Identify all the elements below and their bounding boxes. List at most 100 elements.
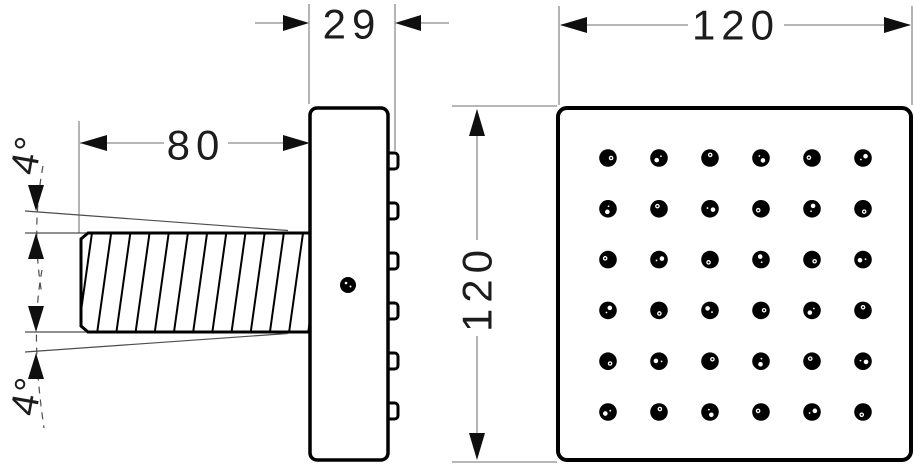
nozzle <box>650 200 668 218</box>
angle-top-arrow-down-icon <box>28 185 44 211</box>
dim-80-label: 80 <box>167 122 226 169</box>
dim-29-label: 29 <box>323 1 382 48</box>
nozzle <box>854 301 872 320</box>
nozzle-speck <box>605 311 608 314</box>
nozzle-highlight-ring <box>813 260 816 263</box>
nozzle <box>701 301 719 320</box>
angle-bottom-arc-dashed <box>35 269 45 429</box>
angle-bottom-arrow-down-icon <box>28 306 44 332</box>
pivot-screw-icon <box>340 277 356 293</box>
nozzle-speck <box>760 357 763 360</box>
nozzle <box>854 200 872 218</box>
angle-top-arc-dashed <box>36 165 44 296</box>
nozzle-highlight-ring <box>862 306 865 309</box>
nozzle-speck <box>607 205 610 208</box>
nozzle <box>854 149 872 167</box>
dim-80-arrow-right-icon <box>283 135 310 151</box>
nozzle-highlight <box>807 310 813 315</box>
front-view <box>556 106 913 462</box>
angle-bottom-label: 4° <box>3 374 51 419</box>
nozzle-highlight-ring <box>711 358 714 361</box>
nozzle-speck <box>660 360 663 363</box>
nozzle-highlight <box>653 358 659 364</box>
nozzle <box>599 352 617 371</box>
nozzle-speck <box>707 408 710 411</box>
nozzle-highlight <box>810 203 816 209</box>
nozzle-highlight <box>603 411 608 416</box>
nozzle-speck <box>810 210 813 213</box>
nozzle-highlight <box>812 408 818 414</box>
nozzle-highlight-ring <box>860 413 863 416</box>
dim-120h-arrow-down-icon <box>469 433 485 460</box>
dimension-height-120: 120 <box>452 105 557 463</box>
dim-120h-label: 120 <box>454 244 501 332</box>
nozzle-highlight <box>654 157 660 163</box>
nozzle <box>803 301 821 320</box>
nozzle-highlight <box>857 257 863 263</box>
nozzle <box>854 403 872 421</box>
nozzle-highlight-ring <box>656 205 659 208</box>
nozzle <box>599 149 617 167</box>
nozzle-highlight-ring <box>757 209 760 212</box>
nozzle <box>752 352 770 371</box>
nozzle <box>701 352 719 371</box>
nozzle-speck <box>655 259 658 262</box>
nozzle-highlight <box>709 412 714 418</box>
dim-29-arrow-left-icon <box>395 15 421 31</box>
dimension-arm-80: 80 <box>78 121 310 233</box>
side-view <box>79 106 400 462</box>
nozzle <box>701 250 719 269</box>
nozzle-highlight-ring <box>863 210 866 213</box>
angle-bottom-arrow-up-icon <box>28 353 44 379</box>
nozzle-highlight <box>659 256 665 261</box>
nozzle-highlight-ring <box>807 156 810 159</box>
nozzle <box>752 403 770 421</box>
pivot-screw-highlight <box>344 281 348 285</box>
nozzle-highlight <box>757 254 763 259</box>
nozzle <box>599 250 617 269</box>
dim-120w-arrow-left-icon <box>560 17 587 33</box>
nozzle <box>854 250 872 269</box>
nozzle-highlight-ring <box>763 309 766 312</box>
nozzle-highlight <box>705 306 710 311</box>
nozzle <box>752 149 770 167</box>
nozzle-speck <box>706 207 709 209</box>
nozzle <box>701 149 719 167</box>
nozzle-speck <box>859 158 862 161</box>
angle-dimension-top: 4° <box>3 133 289 296</box>
nozzle-highlight <box>863 359 869 365</box>
nozzle-highlight-ring <box>707 261 710 264</box>
nozzle-highlight <box>607 305 613 311</box>
pivot-screw-highlight <box>349 285 352 288</box>
nozzle-speck <box>609 409 612 412</box>
nozzle-highlight-ring <box>658 312 661 315</box>
nozzle <box>650 403 668 421</box>
angle-top-reference-line-tilted <box>24 210 289 232</box>
side-view-wall-arm-hatched <box>79 231 312 334</box>
dimension-width-120: 120 <box>558 2 913 105</box>
nozzle <box>650 149 668 167</box>
nozzle <box>599 200 617 218</box>
nozzle-highlight <box>760 158 766 163</box>
dim-29-arrow-right-icon <box>283 15 309 31</box>
nozzle <box>701 200 719 218</box>
nozzle-speck <box>808 412 811 414</box>
angle-top-arrow-up-icon <box>28 233 44 259</box>
nozzle <box>650 301 668 320</box>
nozzle <box>752 250 770 269</box>
nozzle <box>752 301 770 320</box>
angle-bottom-reference-line-tilted <box>24 332 289 353</box>
nozzle <box>599 301 617 320</box>
nozzle-highlight <box>758 361 763 367</box>
nozzle <box>803 200 821 218</box>
nozzle-highlight-ring <box>809 357 812 360</box>
nozzle-speck <box>760 261 763 264</box>
nozzle <box>650 352 668 371</box>
nozzle <box>803 250 821 269</box>
nozzle-highlight-ring <box>757 409 760 412</box>
nozzle-grid <box>599 149 872 421</box>
nozzle <box>752 200 770 218</box>
front-view-face-plate <box>556 106 913 462</box>
dim-120w-label: 120 <box>692 2 780 49</box>
